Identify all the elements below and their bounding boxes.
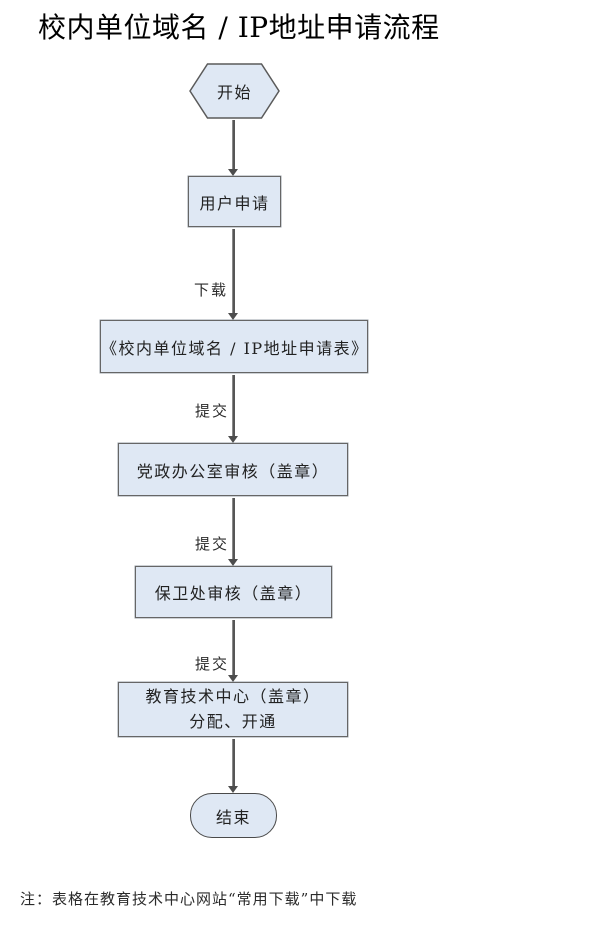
process-node-label: 保卫处审核（盖章） (154, 584, 313, 603)
start-node: 开始 (189, 63, 280, 119)
start-node-label: 开始 (216, 83, 252, 102)
arrowhead-icon (228, 169, 238, 176)
connector-office-to-security (232, 498, 235, 559)
edge-label-submit: 提交 (195, 402, 230, 420)
process-node-application-form: 《校内单位域名 / IP地址申请表》 (100, 320, 368, 373)
arrowhead-icon (228, 436, 238, 443)
hexagon-shape (189, 63, 280, 119)
process-node-user-request: 用户申请 (188, 176, 281, 227)
end-node: 结束 (190, 793, 277, 838)
edge-label-download: 下载 (194, 281, 229, 299)
process-node-label: 用户申请 (199, 193, 270, 213)
process-node-office-review: 党政办公室审核（盖章） (118, 443, 348, 496)
connector-start-to-user (232, 120, 235, 169)
connector-form-to-office (232, 375, 235, 436)
page-title: 校内单位域名 / IP地址申请流程 (38, 11, 440, 44)
process-node-label: 《校内单位域名 / IP地址申请表》 (101, 338, 369, 358)
arrowhead-icon (228, 559, 238, 566)
connector-techcenter-to-end (232, 739, 235, 786)
arrowhead-icon (228, 786, 238, 793)
process-node-tech-center: 教育技术中心（盖章） 分配、开通 (118, 682, 348, 737)
connector-user-to-form (232, 229, 235, 313)
footnote: 注：表格在教育技术中心网站“常用下载”中下载 (20, 890, 358, 908)
edge-label-submit: 提交 (195, 655, 230, 673)
process-node-label-line1: 教育技术中心（盖章） (145, 686, 321, 706)
process-node-label: 党政办公室审核（盖章） (136, 461, 330, 481)
arrowhead-icon (228, 313, 238, 320)
edge-label-submit: 提交 (195, 535, 230, 553)
process-node-label-line2: 分配、开通 (189, 711, 277, 731)
arrowhead-icon (228, 675, 238, 682)
connector-security-to-techcenter (232, 620, 235, 675)
process-node-security-review: 保卫处审核（盖章） (135, 566, 332, 618)
end-node-label: 结束 (215, 807, 251, 827)
